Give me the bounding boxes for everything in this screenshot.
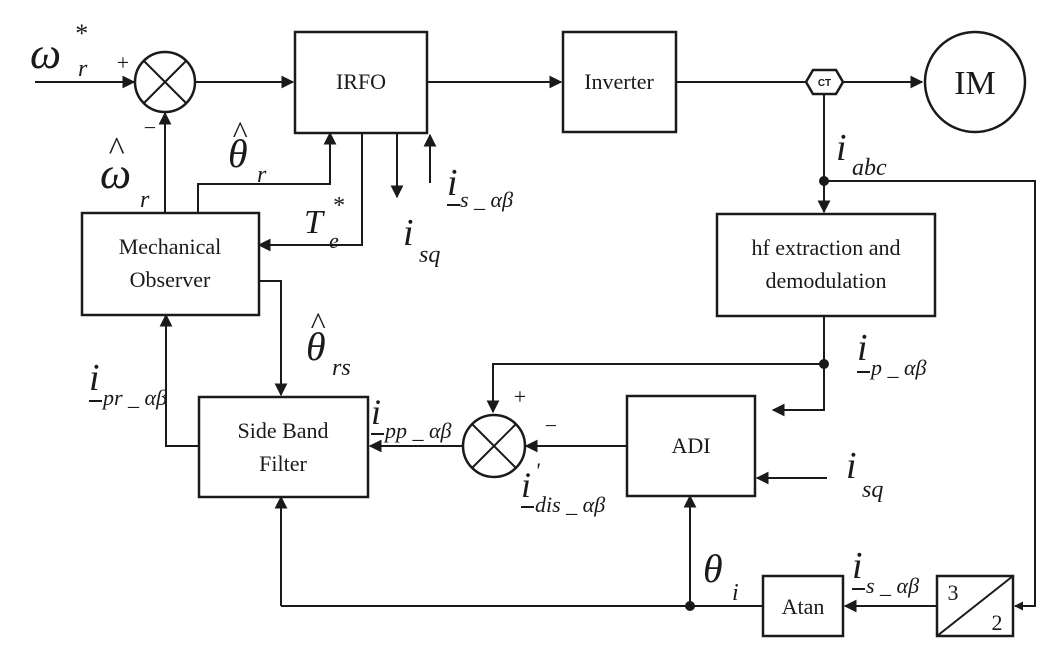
sum1-minus-sign: −: [144, 115, 156, 140]
ip-branch-line: [486, 363, 824, 414]
ip-ab-sub: p _ αβ: [869, 355, 927, 380]
inverter-block: Inverter: [561, 30, 678, 134]
is-ab-top-sub: s _ αβ: [460, 187, 513, 212]
te-ref-sub: e: [329, 228, 339, 253]
isq-top-symbol: i: [403, 212, 414, 254]
te-ref-sup: *: [332, 193, 344, 219]
theta-r-hat-accent: ^: [232, 114, 248, 150]
label-isq-right: i sq: [846, 445, 883, 503]
omega-hat-accent: ^: [108, 131, 125, 168]
sum1-plus-sign: +: [117, 50, 129, 75]
ipr-line: [159, 313, 199, 447]
theta-rs-hat-line: [259, 280, 288, 397]
omega-hat-symbol: ω: [100, 149, 131, 198]
theta-r-hat-symbol: θ: [228, 131, 248, 176]
ct-sensor: CT: [804, 68, 845, 96]
theta-rs-hat-accent: ^: [310, 305, 326, 341]
junction-dot-iabc: [819, 176, 829, 186]
ipr-ab-symbol: i: [89, 357, 100, 399]
idis-ab-sub: dis _ αβ: [535, 492, 605, 517]
irfo-block: IRFO: [293, 30, 429, 135]
label-omega-ref: ω * r: [30, 19, 88, 82]
te-ref-line: [257, 133, 363, 252]
label-is-ab-top: i s _ αβ: [447, 162, 513, 212]
idis-ab-prime: ': [535, 458, 540, 483]
adi-label: ADI: [671, 433, 710, 458]
theta-r-hat-line: [197, 131, 337, 213]
sum2-minus-sign: −: [545, 413, 557, 438]
theta-r-hat-sub: r: [257, 162, 267, 188]
sbf-label-1: Side Band: [237, 418, 328, 443]
sbf-label-2: Filter: [259, 451, 307, 476]
is-ab-bottom-symbol: i: [852, 545, 863, 587]
ct-label: CT: [818, 78, 831, 89]
label-isq-top: i sq: [403, 212, 440, 268]
label-iabc: i abc: [836, 127, 887, 181]
ip-ab-symbol: i: [857, 327, 868, 369]
converter-bottom-label: 2: [992, 610, 1003, 635]
converter-top-label: 3: [948, 580, 959, 605]
label-theta-i: θ i: [703, 546, 739, 606]
theta-i-sub: i: [732, 580, 739, 606]
side-band-filter-block: Side Band Filter: [197, 395, 370, 499]
im-label: IM: [954, 65, 996, 102]
omega-ref-sup: *: [74, 19, 87, 48]
label-ipr-ab: i pr _ αβ: [89, 357, 167, 410]
isq-right-symbol: i: [846, 445, 857, 487]
isq-top-sub: sq: [419, 242, 440, 268]
omega-ref-symbol: ω: [30, 29, 61, 78]
omega-hat-sub: r: [140, 187, 150, 213]
sum2-plus-sign: +: [514, 384, 526, 409]
omega-ref-sub: r: [78, 56, 88, 82]
theta-rs-hat-symbol: θ: [306, 324, 326, 369]
inverter-label: Inverter: [584, 69, 654, 94]
atan-label: Atan: [782, 594, 825, 619]
atan-block: Atan: [761, 574, 845, 638]
iabc-symbol: i: [836, 127, 847, 169]
label-is-ab-bottom: i s _ αβ: [852, 545, 919, 598]
theta-rs-hat-sub: rs: [332, 355, 351, 381]
im-motor: IM: [923, 30, 1027, 134]
mech-observer-label-2: Observer: [130, 267, 211, 292]
is-ab-bottom-sub: s _ αβ: [866, 573, 919, 598]
label-theta-rs-hat: θ ^ rs: [306, 305, 351, 381]
junction-dot-ip: [819, 359, 829, 369]
label-theta-r-hat: θ ^ r: [228, 114, 267, 188]
ipr-ab-sub: pr _ αβ: [101, 385, 167, 410]
isq-right-sub: sq: [862, 477, 883, 503]
idis-ab-symbol: i: [521, 465, 531, 505]
te-ref-symbol: T: [304, 204, 325, 241]
iabc-branch-line: [824, 180, 1036, 611]
ipp-ab-sub: pp _ αβ: [383, 418, 452, 443]
ipp-ab-symbol: i: [371, 392, 381, 432]
iabc-sub: abc: [852, 155, 887, 181]
label-ipp-ab: i pp _ αβ: [371, 392, 452, 443]
theta-i-symbol: θ: [703, 546, 723, 591]
ip-ab-line: [771, 316, 825, 417]
adi-block: ADI: [625, 394, 757, 498]
hf-label-2: demodulation: [766, 268, 887, 293]
three-two-converter-block: 3 2: [935, 574, 1015, 638]
label-te-ref: T * e: [304, 193, 344, 253]
mech-observer-label-1: Mechanical: [119, 234, 222, 259]
label-omega-hat: ω ^ r: [100, 131, 150, 213]
hf-extraction-block: hf extraction and demodulation: [715, 212, 937, 318]
summing-junction-current: [461, 413, 527, 479]
hf-label-1: hf extraction and: [751, 235, 900, 260]
label-ip-ab: i p _ αβ: [857, 327, 927, 380]
label-idis-ab: i ' dis _ αβ: [521, 458, 605, 517]
mechanical-observer-block: Mechanical Observer: [80, 211, 261, 317]
is-ab-top-symbol: i: [447, 162, 458, 204]
summing-junction-speed: [133, 50, 197, 114]
junction-dot-theta-i: [685, 601, 695, 611]
irfo-label: IRFO: [336, 69, 386, 94]
